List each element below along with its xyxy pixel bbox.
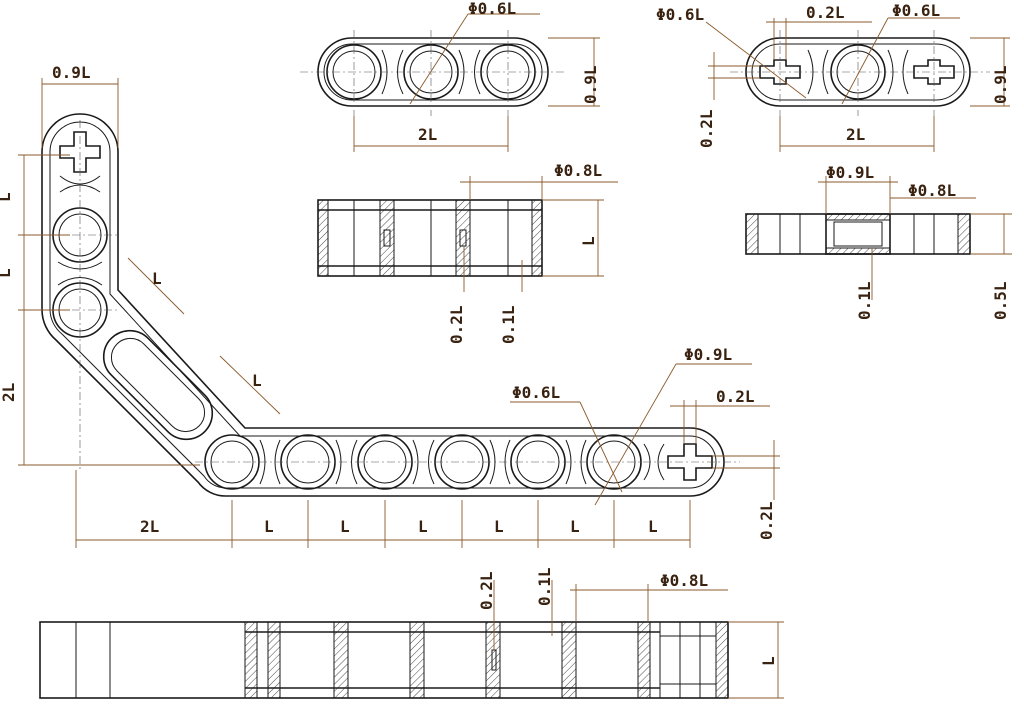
dim-diag-1: L xyxy=(152,269,162,288)
liftarm-outline xyxy=(41,113,725,497)
dim-bottom-L3: L xyxy=(418,517,428,536)
dim-cross-02-top: 0.2L xyxy=(716,387,755,406)
axle-section-dimensions: Φ0.9L Φ0.8L 0.1L 0.5L xyxy=(818,163,1012,320)
dim-three-hole-width: 2L xyxy=(418,125,437,144)
dim-section-phi: Φ0.8L xyxy=(554,161,602,180)
dim-axle-width: 2L xyxy=(846,125,865,144)
dim-hole-phi-06: Φ0.6L xyxy=(512,383,560,402)
dim-section-height: L xyxy=(579,236,598,246)
dim-axle-phi-left: Φ0.6L xyxy=(656,5,704,24)
three-hole-section-dimensions: Φ0.8L L 0.2L 0.1L xyxy=(447,161,618,344)
three-hole-section-view xyxy=(317,199,543,277)
bottom-section-dimensions: 0.2L 0.1L Φ0.8L L xyxy=(477,567,784,699)
diagonal-slot xyxy=(102,329,214,441)
dim-section-lip: 0.1L xyxy=(499,305,518,344)
dim-hole-phi-09: Φ0.9L xyxy=(684,345,732,364)
dim-bottom-L1: L xyxy=(264,517,274,536)
liftarm-inner-outline xyxy=(49,121,717,489)
dim-three-hole-phi: Φ0.6L xyxy=(468,0,516,18)
top-axle-cross xyxy=(59,131,101,173)
dim-seg-2: L xyxy=(0,268,14,278)
dim-bottom-lip: 0.1L xyxy=(535,567,554,606)
three-hole-top-dimensions: Φ0.6L 0.9L 2L xyxy=(353,0,600,152)
bottom-section-view xyxy=(39,621,729,699)
dim-axle-section-phi-outer: Φ0.9L xyxy=(826,163,874,182)
dim-bottom-L4: L xyxy=(494,517,504,536)
dim-top-width: 0.9L xyxy=(52,63,91,82)
dim-bottom-phi: Φ0.8L xyxy=(660,571,708,590)
dim-axle-section-lip: 0.1L xyxy=(855,281,874,320)
dim-axle-section-phi-inner: Φ0.8L xyxy=(908,181,956,200)
right-axle-cross xyxy=(667,443,713,481)
three-hole-top-view xyxy=(300,30,566,116)
front-view-dimensions: 0.9L L L 2L L L 2L L L L L L L Φ0.6L Φ0. xyxy=(0,63,780,548)
dim-bottom-L2: L xyxy=(340,517,350,536)
dim-bottom-L5: L xyxy=(570,517,580,536)
dim-section-wall: 0.2L xyxy=(447,305,466,344)
dim-seg-3: 2L xyxy=(0,383,18,402)
dim-axle-phi-right: Φ0.6L xyxy=(892,1,940,20)
dim-bottom-wall: 0.2L xyxy=(477,571,496,610)
dim-cross-02-side: 0.2L xyxy=(757,501,776,540)
dim-axle-section-height: 0.5L xyxy=(991,281,1010,320)
dim-bottom-L6: L xyxy=(648,517,658,536)
axle-top-view xyxy=(730,30,990,116)
dim-axle-gap: 0.2L xyxy=(806,3,845,22)
dim-bottom-2L: 2L xyxy=(140,517,159,536)
dim-three-hole-height: 0.9L xyxy=(581,65,600,104)
dim-bottom-height: L xyxy=(759,656,778,666)
bent-liftarm-front-view xyxy=(40,113,740,497)
dim-axle-slot: 0.2L xyxy=(697,109,716,148)
dim-diag-2: L xyxy=(252,371,262,390)
dim-seg-1: L xyxy=(0,192,14,202)
dim-axle-height: 0.9L xyxy=(991,65,1010,104)
axle-top-dimensions: Φ0.6L 0.2L Φ0.6L 0.9L 0.2L 2L xyxy=(656,1,1010,152)
axle-section-view xyxy=(745,213,971,255)
